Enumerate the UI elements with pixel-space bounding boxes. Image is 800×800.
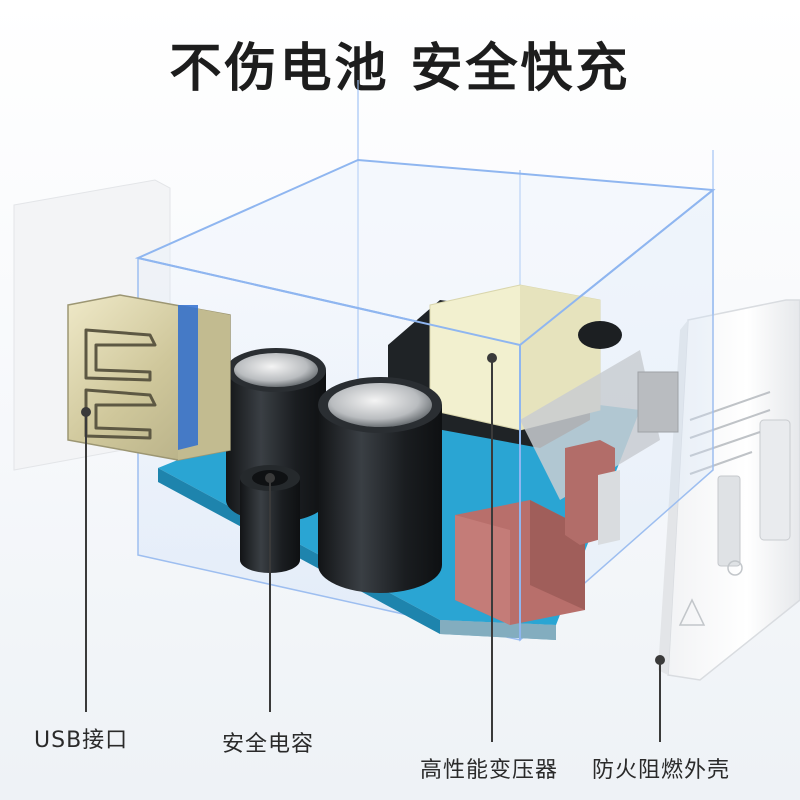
usb-port-label: USB接口	[34, 728, 129, 753]
housing-label: 防火阻燃外壳	[592, 758, 731, 783]
transformer-label: 高性能变压器	[420, 758, 559, 783]
resistor-blocks	[455, 371, 679, 625]
capacitor-left	[226, 348, 326, 522]
capacitor-right	[318, 377, 442, 593]
right-housing	[658, 299, 800, 681]
headline: 不伤电池 安全快充	[169, 39, 631, 99]
usb-port	[67, 294, 231, 461]
transformer	[388, 284, 660, 500]
glass-box-front-edges	[137, 189, 714, 640]
safety-capacitor-label: 安全电容	[222, 732, 315, 757]
callout-leaders	[81, 353, 665, 742]
rear-capacitor	[578, 321, 622, 349]
